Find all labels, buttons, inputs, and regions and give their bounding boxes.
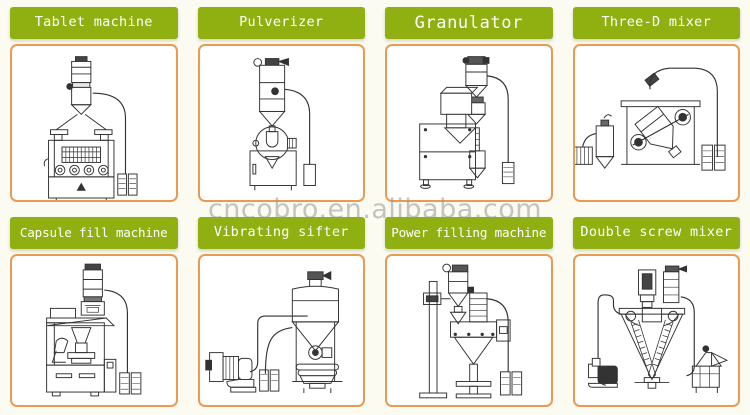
catalog-cell-vibrating-sifter[interactable]: Vibrating sifter xyxy=(188,210,376,415)
product-image-frame-power-filling-machine xyxy=(385,254,553,407)
caption-label: Double screw mixer xyxy=(580,224,733,241)
vibrating-sifter-diagram xyxy=(204,271,342,394)
catalog-cell-power-filling-machine[interactable]: Power filling machine xyxy=(375,210,563,415)
caption-label: Tablet machine xyxy=(34,14,153,31)
product-image-frame-three-d-mixer xyxy=(572,44,740,202)
catalog-cell-three-d-mixer[interactable]: Three-D mixer xyxy=(563,0,750,210)
product-image-frame-double-screw-mixer xyxy=(572,254,740,407)
product-image-frame-tablet-machine xyxy=(10,44,178,202)
caption-bar-granulator: Granulator xyxy=(385,7,553,39)
caption-label: Pulverizer xyxy=(239,14,324,31)
caption-label: Granulator xyxy=(414,12,523,33)
catalog-cell-pulverizer[interactable]: Pulverizer xyxy=(188,0,376,210)
caption-label: Three-D mixer xyxy=(601,14,712,31)
capsule-filling-machine-diagram xyxy=(46,263,142,397)
product-image-frame-pulverizer xyxy=(197,44,365,202)
catalog-cell-capsule-fill-machine[interactable]: Capsule fill machine xyxy=(0,210,188,415)
product-image-frame-vibrating-sifter xyxy=(197,254,365,407)
caption-bar-tablet-machine: Tablet machine xyxy=(10,7,178,39)
pulverizer-machine-diagram xyxy=(249,57,316,191)
catalog-cell-double-screw-mixer[interactable]: Double screw mixer xyxy=(563,210,750,415)
caption-label: Vibrating sifter xyxy=(213,224,349,241)
caption-bar-double-screw-mixer: Double screw mixer xyxy=(572,217,740,249)
double-screw-mixer-diagram xyxy=(587,265,728,394)
catalog-cell-granulator[interactable]: Granulator xyxy=(375,0,563,210)
caption-bar-vibrating-sifter: Vibrating sifter xyxy=(197,217,365,249)
three-d-mixer-diagram xyxy=(574,67,726,171)
powder-filling-machine-diagram xyxy=(419,263,523,399)
caption-label: Capsule fill machine xyxy=(19,224,168,240)
tablet-press-machine-diagram xyxy=(43,56,138,200)
caption-label: Power filling machine xyxy=(391,224,547,240)
caption-bar-three-d-mixer: Three-D mixer xyxy=(572,7,740,39)
granulator-machine-diagram xyxy=(419,56,515,189)
caption-bar-pulverizer: Pulverizer xyxy=(197,7,365,39)
product-image-frame-capsule-fill-machine xyxy=(10,254,178,407)
caption-bar-capsule-fill-machine: Capsule fill machine xyxy=(10,217,178,249)
catalog-cell-tablet-machine[interactable]: Tablet machine xyxy=(0,0,188,210)
caption-bar-power-filling-machine: Power filling machine xyxy=(385,217,553,249)
product-image-frame-granulator xyxy=(385,44,553,202)
